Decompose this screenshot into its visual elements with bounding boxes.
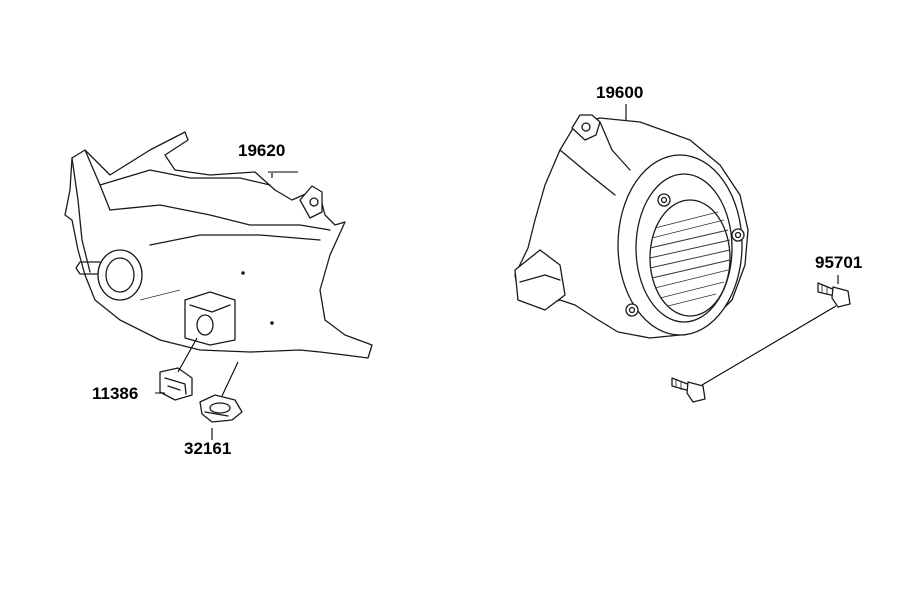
leader-32161 (211, 361, 239, 440)
label-clip: 11386 (92, 384, 139, 403)
clip-part (159, 367, 193, 401)
label-bolt: 95701 (815, 253, 863, 272)
shroud-part (64, 131, 373, 359)
label-clamp: 32161 (184, 439, 232, 458)
leader-19620 (268, 171, 298, 178)
clamp-part (199, 394, 243, 423)
bolt-upper (817, 282, 851, 308)
leader-95701 (701, 275, 839, 386)
leader-11386 (155, 337, 198, 394)
grille (649, 211, 731, 307)
bolt-lower (671, 377, 706, 403)
label-shroud: 19620 (238, 141, 286, 160)
fan-cover-part (514, 114, 749, 339)
label-cover: 19600 (596, 83, 644, 102)
